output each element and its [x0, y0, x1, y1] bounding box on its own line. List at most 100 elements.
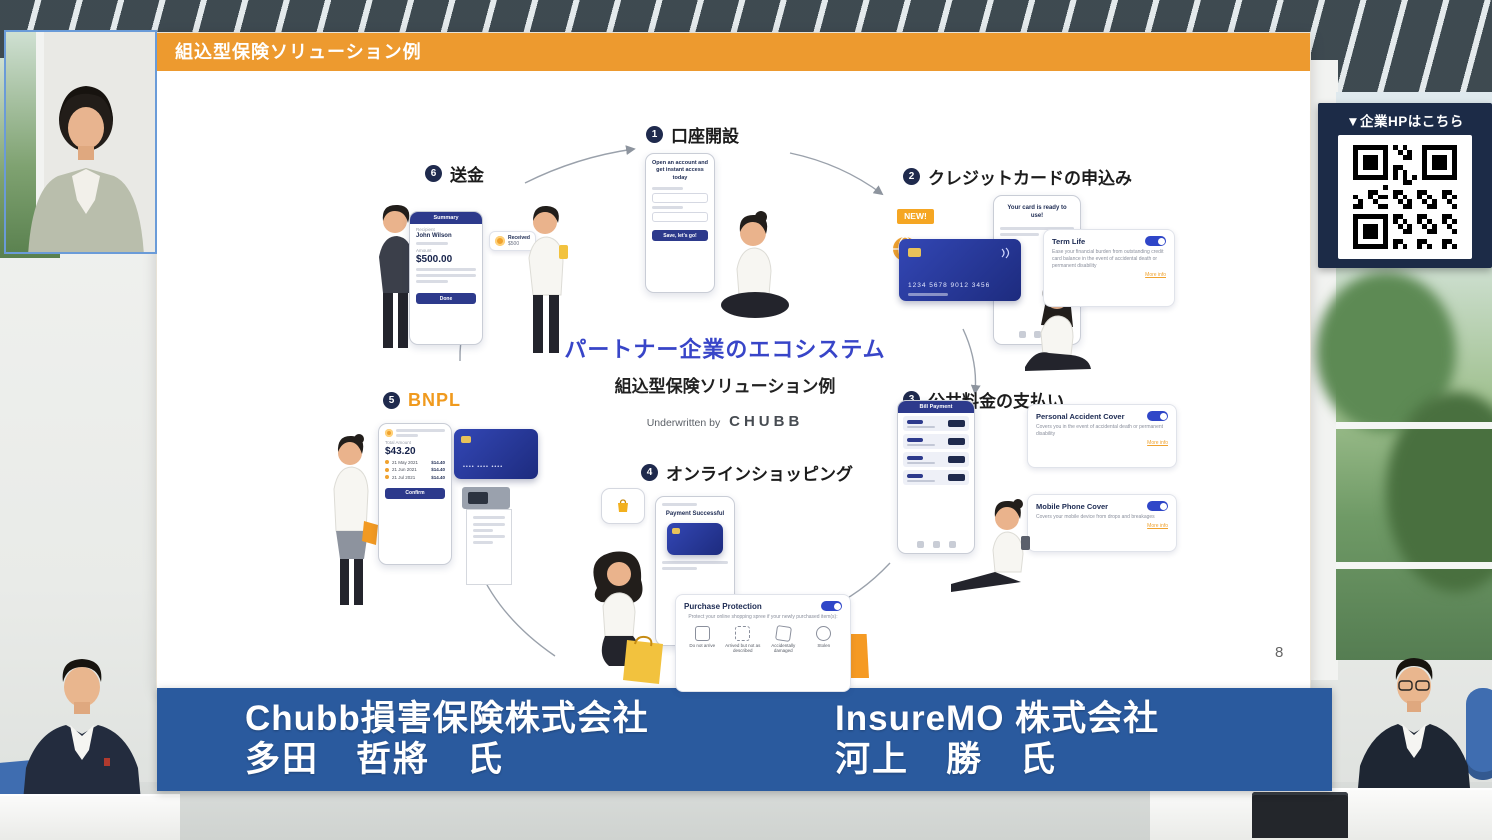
- face: [1397, 667, 1431, 705]
- card-number: 1234 5678 9012 3456: [908, 282, 991, 289]
- installment-date: 21 Jun 2021: [392, 467, 417, 472]
- option-do-not-arrive: Do not arrive: [684, 626, 721, 654]
- speaker-left-caption: Chubb損害保険株式会社 多田 哲將 氏: [245, 698, 649, 781]
- hair: [1395, 658, 1433, 680]
- bill-row[interactable]: [903, 470, 969, 485]
- personal-accident-toggle[interactable]: [1147, 411, 1168, 421]
- pos-terminal: [462, 487, 510, 509]
- installment-date: 21 May 2021: [392, 459, 419, 465]
- speaker-name-banner: Chubb損害保険株式会社 多田 哲將 氏 InsureMO 株式会社 河上 勝…: [157, 688, 1332, 791]
- person-illustration-sitting-floor: [951, 499, 1030, 592]
- save-cta-button[interactable]: Save, let's go!: [652, 230, 708, 242]
- input-field[interactable]: [652, 212, 708, 223]
- webcam-window-frame: [36, 32, 44, 252]
- bill-row[interactable]: [903, 434, 969, 449]
- neck: [74, 702, 90, 714]
- term-life-toggle[interactable]: [1145, 236, 1166, 246]
- remittance-illustration: Summary Recipient John Wilson Amount $50…: [357, 185, 589, 365]
- installment-date: 21 Jul 2021: [392, 474, 416, 480]
- step-remittance: 6 送金: [425, 161, 484, 186]
- moderator-person: [28, 86, 144, 252]
- step-number-badge: 6: [425, 165, 442, 182]
- company-name: Chubb損害保険株式会社: [245, 699, 649, 738]
- bill-row[interactable]: [903, 452, 969, 467]
- text-line: [1000, 232, 1039, 236]
- receipt-line: [473, 529, 493, 532]
- stolen-icon: [816, 626, 832, 641]
- option-not-as-described: Arrived but not as described: [725, 626, 762, 654]
- qr-code: [1338, 135, 1472, 259]
- qr-finder-icon: [1353, 214, 1388, 249]
- installment-amount: $14.40: [431, 467, 445, 472]
- ecosystem-subtitle: 組込型保険ソリューション例: [614, 377, 836, 396]
- step-label: オンラインショッピング: [666, 465, 853, 484]
- bill-payment-phone: Bill Payment: [897, 400, 975, 554]
- nav-icon: [1033, 331, 1041, 338]
- company-hp-qr-panel: ▼企業HPはこちら: [1318, 103, 1492, 268]
- suit: [22, 725, 142, 812]
- text-line: [1000, 226, 1074, 230]
- step-label: クレジットカードの申込み: [928, 169, 1132, 188]
- installment-amount: $14.40: [431, 474, 445, 480]
- mini-card: [667, 523, 723, 555]
- ecosystem-title: パートナー企業のエコシステム: [564, 337, 886, 362]
- nav-icon: [932, 541, 940, 548]
- bill-row[interactable]: [903, 416, 969, 431]
- underwritten-by-label: Underwritten by: [646, 417, 721, 429]
- presentation-slide: 組込型保険ソリューション例: [157, 33, 1310, 692]
- merchant-icon: [385, 429, 393, 437]
- more-info-link[interactable]: More info: [1147, 523, 1168, 529]
- step-number-badge: 5: [383, 392, 400, 409]
- window-mullion: [1336, 562, 1492, 569]
- text-line: [416, 242, 449, 245]
- term-life-cover-card: Term Life Ease your financial burden fro…: [1043, 229, 1175, 307]
- step-number-badge: 2: [903, 168, 920, 185]
- confirm-button[interactable]: Confirm: [385, 487, 445, 499]
- purchase-protection-toggle[interactable]: [821, 601, 842, 611]
- merchant-row: [385, 429, 445, 437]
- step-label: 送金: [450, 166, 484, 185]
- step-label: BNPL: [408, 390, 461, 410]
- more-info-link[interactable]: More info: [1147, 440, 1168, 446]
- cover-description: Covers you in the event of accidental de…: [1036, 424, 1164, 437]
- glasses-icon: [1415, 680, 1430, 691]
- step-credit-card: 2 クレジットカードの申込み: [903, 164, 1132, 189]
- chubb-logo: CHUBB: [729, 413, 804, 430]
- person-illustration-receiver: [528, 205, 568, 353]
- text-line: [662, 503, 698, 506]
- remittance-phone: Summary Recipient John Wilson Amount $50…: [409, 211, 483, 345]
- nav-icon: [948, 541, 956, 548]
- neck: [78, 146, 94, 160]
- more-info-link[interactable]: More info: [1145, 272, 1166, 278]
- card-chip: [461, 436, 471, 443]
- done-button[interactable]: Done: [416, 293, 476, 304]
- amount-label: Amount: [416, 248, 432, 253]
- face: [64, 667, 100, 707]
- recipient-label: Recipient: [416, 227, 435, 232]
- step-account-opening: 1 口座開設: [646, 122, 739, 147]
- installment-amount: $14.40: [431, 459, 445, 465]
- blue-chair-right: [1466, 688, 1492, 780]
- hair: [59, 86, 113, 122]
- receipt-line: [473, 516, 505, 519]
- glasses-icon: [1398, 680, 1413, 691]
- speaker-right-caption: InsureMO 株式会社 河上 勝 氏: [835, 698, 1159, 781]
- underwritten-line: Underwritten by CHUBB: [545, 413, 905, 430]
- receipt: [466, 509, 512, 585]
- step-number-badge: 1: [646, 126, 663, 143]
- phone-header: Summary: [410, 212, 482, 224]
- step-bnpl: 5 BNPL: [383, 390, 461, 411]
- phone-header: Bill Payment: [898, 401, 974, 413]
- ready-text: Your card is ready to use!: [1007, 205, 1067, 220]
- receipt-line: [473, 523, 505, 526]
- laptop: [1252, 792, 1348, 838]
- phone-nav-icons: [898, 541, 974, 548]
- mobile-phone-toggle[interactable]: [1147, 501, 1168, 511]
- cover-description: Covers your mobile device from drops and…: [1036, 514, 1155, 520]
- bnpl-illustration: Total Amount $43.20 21 May 2021 $14.40 2…: [312, 415, 557, 620]
- total-amount: $43.20: [385, 446, 416, 457]
- input-field[interactable]: [652, 193, 708, 204]
- slide-title: 組込型保険ソリューション例: [175, 42, 422, 62]
- neck: [1407, 701, 1421, 712]
- nav-icon: [1018, 331, 1026, 338]
